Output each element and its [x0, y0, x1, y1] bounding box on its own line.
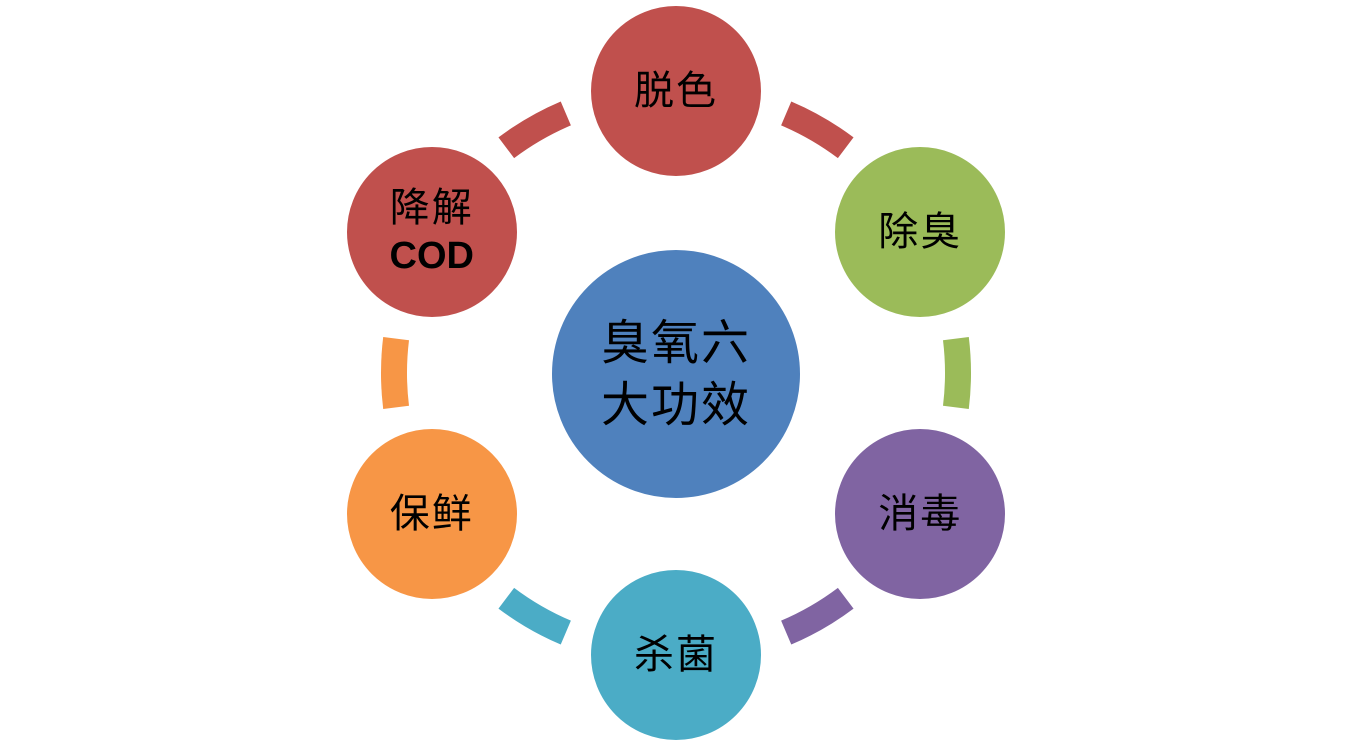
node-reduce-cod-sublabel: COD: [389, 235, 474, 277]
node-reduce-cod-label: 降解: [389, 185, 474, 231]
arc-deodorize-to-disinfect: [942, 337, 971, 409]
arc-sterilize-to-preserve: [498, 587, 572, 645]
center-title-line2: 大功效: [600, 377, 751, 433]
node-deodorize: 除臭: [831, 143, 1010, 321]
node-preserve-label: 保鲜: [389, 491, 474, 537]
cycle-ring: [381, 101, 971, 645]
node-disinfect-label: 消毒: [878, 491, 963, 537]
node-sterilize-label: 杀菌: [634, 632, 718, 678]
arc-disinfect-to-sterilize: [780, 587, 854, 645]
arc-decolor-to-deodorize: [780, 101, 854, 159]
node-reduce-cod: 降解 COD: [342, 143, 521, 321]
center-title-line1: 臭氧六: [600, 315, 751, 371]
arc-preserve-to-cod: [381, 337, 410, 409]
node-preserve: 保鲜: [342, 425, 521, 603]
center-circle: 臭氧六 大功效: [549, 247, 803, 501]
node-decolor-label: 脱色: [634, 68, 718, 114]
node-disinfect: 消毒: [831, 425, 1010, 603]
node-decolor: 脱色: [587, 2, 765, 180]
arc-cod-to-decolor: [498, 101, 572, 159]
node-deodorize-label: 除臭: [878, 209, 963, 255]
node-sterilize: 杀菌: [587, 566, 765, 744]
